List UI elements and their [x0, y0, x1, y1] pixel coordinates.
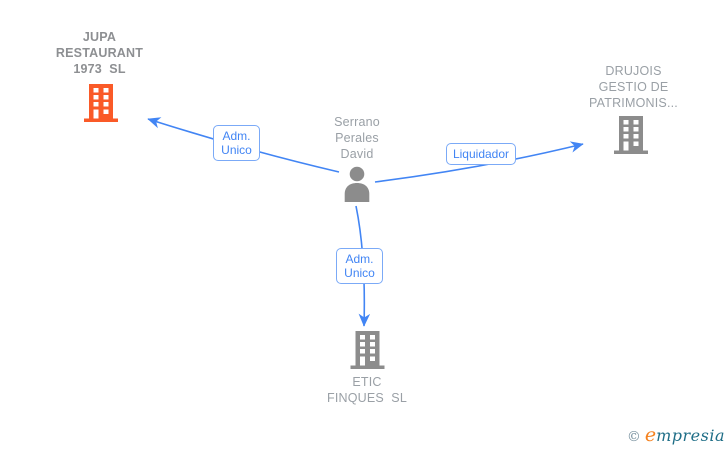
edge-label-liquidador-text: Liquidador [452, 147, 510, 161]
edge-label-adm-line1: Adm. [222, 129, 251, 143]
empresia-logo-e: e [644, 424, 657, 446]
company-jupa-line2: RESTAURANT [55, 46, 144, 60]
edge-label-adm-line2: Unico [221, 143, 252, 157]
company-etic-line1: ETIC [352, 375, 382, 389]
person-serrano-label[interactable]: Serrano Perales David [307, 114, 407, 162]
company-drujois-line1: DRUJOIS [605, 64, 662, 78]
company-drujois-label[interactable]: DRUJOIS GESTIO DE PATRIMONIS... [571, 63, 696, 111]
edge-label-adm-unico-etic[interactable]: Adm. Unico [336, 248, 383, 284]
company-etic-line2: FINQUES SL [327, 391, 407, 405]
company-jupa-line1: JUPA [82, 30, 117, 44]
company-etic-label[interactable]: ETIC FINQUES SL [312, 374, 422, 406]
company-etic-building-icon[interactable] [350, 331, 385, 369]
copyright-icon: © [626, 429, 641, 445]
person-serrano-line2: Perales [335, 131, 379, 145]
edge-label-liquidador[interactable]: Liquidador [446, 143, 516, 165]
company-jupa-label[interactable]: JUPA RESTAURANT 1973 SL [27, 29, 172, 77]
company-jupa-building-icon[interactable] [84, 84, 118, 122]
person-serrano-line3: David [340, 147, 374, 161]
empresia-logo[interactable]: ©empresia [627, 424, 725, 446]
edge-label-adm2-line1: Adm. [345, 252, 374, 266]
company-drujois-line2: GESTIO DE [598, 80, 669, 94]
company-drujois-line3: PATRIMONIS... [589, 96, 678, 110]
company-drujois-building-icon[interactable] [614, 116, 648, 154]
edge-label-adm2-line2: Unico [344, 266, 375, 280]
edge-person-to-drujois [374, 141, 584, 183]
empresia-logo-text: mpresia [656, 426, 725, 445]
edge-label-adm-unico-jupa[interactable]: Adm. Unico [213, 125, 260, 161]
company-jupa-line3: 1973 SL [73, 62, 126, 76]
person-icon[interactable] [340, 166, 374, 202]
person-serrano-line1: Serrano [334, 115, 380, 129]
